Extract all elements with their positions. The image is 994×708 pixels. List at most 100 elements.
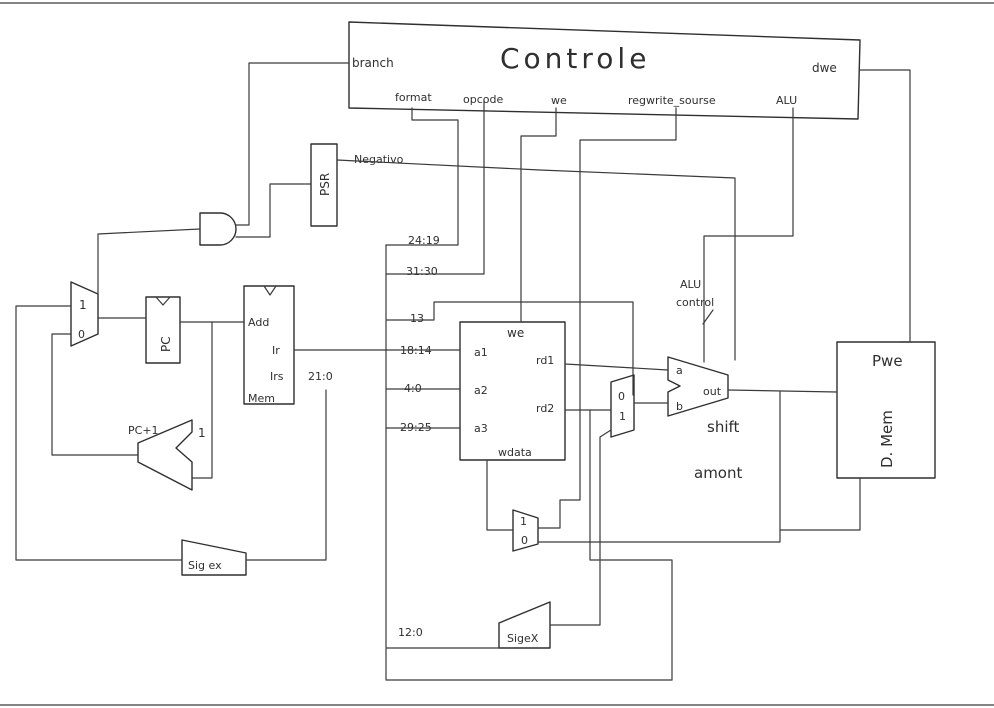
wire-negativo: [336, 159, 736, 361]
and-gate: [199, 212, 237, 246]
wire-sigex-mux-b: [549, 429, 612, 626]
regfile-a3-label: a3: [474, 422, 488, 435]
imem-box: [243, 285, 295, 405]
control-opcode-label: opcode: [463, 93, 503, 106]
pcp1-label: PC+1: [128, 424, 159, 437]
psr-box: [310, 143, 338, 227]
instruction-fields: 24:19 31:30 13 18:14 4:0 29:25 21:0 12:0: [308, 234, 440, 639]
pc-plus-one-adder: PC+1 1: [128, 419, 206, 491]
wire-wb-wdata: [486, 459, 514, 531]
alu-out-label: out: [703, 385, 722, 398]
imem-mem-label: Mem: [248, 392, 275, 405]
wire-and-mux: [97, 228, 201, 295]
imem-add-label: Add: [248, 316, 269, 329]
wire-210-sigex: [245, 389, 327, 561]
wb-mux-in0: 0: [521, 534, 528, 547]
regfile-a1-label: a1: [474, 346, 488, 359]
field-13: 13: [410, 312, 424, 325]
pc-mux-body: [70, 281, 99, 347]
regfile-we-label: we: [507, 326, 524, 340]
control-title: Controle: [500, 42, 650, 75]
negativo-label: Negativo: [354, 153, 404, 166]
sigex-left-label: Sig ex: [188, 559, 222, 572]
alu-body: [667, 356, 729, 417]
control-regwrite-source-label: regwrite_sourse: [628, 94, 716, 107]
field-24-19: 24:19: [408, 234, 440, 247]
wires: [15, 62, 911, 681]
control-we-label: we: [551, 94, 567, 107]
field-12-0: 12:0: [398, 626, 423, 639]
regfile-rd2-label: rd2: [536, 402, 554, 415]
wire-rd1-alu: [564, 363, 669, 371]
control-unit: Controle branch format opcode we regwrit…: [348, 21, 861, 120]
shift-label-1: shift: [707, 418, 740, 436]
wire-adder-mux: [51, 333, 139, 456]
dmem-label: D. Mem: [878, 410, 896, 468]
alu-b-label: b: [676, 400, 683, 413]
wire-we: [520, 107, 557, 323]
imem-clock: [263, 285, 277, 296]
control-alu-label: ALU: [776, 94, 797, 107]
regfile-box: [459, 321, 566, 461]
wire-pc-adder: [191, 321, 213, 479]
alu-b-mux-body: [610, 374, 635, 438]
wire-alu-dmem: [727, 389, 838, 393]
alu-a-label: a: [676, 364, 683, 377]
field-21-0: 21:0: [308, 370, 333, 383]
regfile-rd1-label: rd1: [536, 354, 554, 367]
psr-label: PSR: [318, 173, 332, 196]
shift-label-2: amont: [694, 464, 742, 482]
wb-mux-body: [512, 509, 539, 552]
alu-b-mux: 0 1: [610, 374, 635, 438]
wire-alu-wb: [537, 391, 781, 543]
wire-alu-control: [703, 107, 794, 363]
wire-bus-2419: [385, 149, 459, 246]
wire-bus-13: [385, 301, 634, 396]
regfile-wdata-label: wdata: [498, 446, 532, 459]
alu-b-mux-in0: 0: [618, 390, 625, 403]
wire-bus-3130: [385, 99, 485, 275]
imem-irs-label: Irs: [270, 370, 284, 383]
wire-format: [411, 107, 459, 151]
writeback-mux: 1 0: [512, 509, 539, 552]
wb-mux-in1: 1: [520, 515, 527, 528]
dmem-box: [836, 341, 936, 479]
control-branch-label: branch: [352, 56, 394, 70]
regfile-a2-label: a2: [474, 384, 488, 397]
sign-extend-bottom: SigeX: [498, 601, 551, 649]
wire-rd2-dmem: [589, 409, 673, 681]
pcp1-body: [137, 419, 193, 491]
pc-mux-in1: 1: [79, 298, 87, 312]
control-box: [348, 21, 861, 120]
pcp1-one: 1: [198, 426, 206, 440]
sign-extend-left: Sig ex: [181, 539, 247, 576]
pc-box: [145, 296, 181, 364]
sigex-bottom-body: [498, 601, 551, 649]
wire-psr-and: [235, 183, 312, 238]
pc-mux-in0: 0: [78, 328, 85, 341]
pc-label: PC: [159, 336, 173, 352]
wire-instr-bus: [385, 244, 673, 681]
imem-ir-label: Ir: [272, 344, 280, 357]
data-memory: Pwe D. Mem: [836, 341, 936, 479]
wire-branch: [235, 62, 350, 226]
instruction-memory: Add Ir Irs Mem: [243, 285, 295, 405]
shift-amount: shift amont: [694, 418, 742, 482]
wire-sigex-mux: [15, 305, 183, 561]
register-file: we a1 a2 a3 rd1 rd2 wdata: [459, 321, 566, 461]
pc-mux: 1 0: [70, 281, 99, 347]
dmem-pwe-label: Pwe: [872, 352, 903, 370]
wire-dmem-wb: [779, 477, 861, 531]
wire-regwrite-source: [537, 107, 677, 529]
sigex-bottom-label: SigeX: [507, 632, 539, 645]
control-format-label: format: [395, 91, 432, 104]
wire-dwe: [859, 69, 911, 343]
field-31-30: 31:30: [406, 265, 438, 278]
pc-clock: [155, 296, 171, 306]
pc-register: PC: [145, 296, 181, 364]
alu-control-bus-slash: [702, 309, 714, 325]
psr-register: PSR Negativo: [310, 143, 404, 227]
